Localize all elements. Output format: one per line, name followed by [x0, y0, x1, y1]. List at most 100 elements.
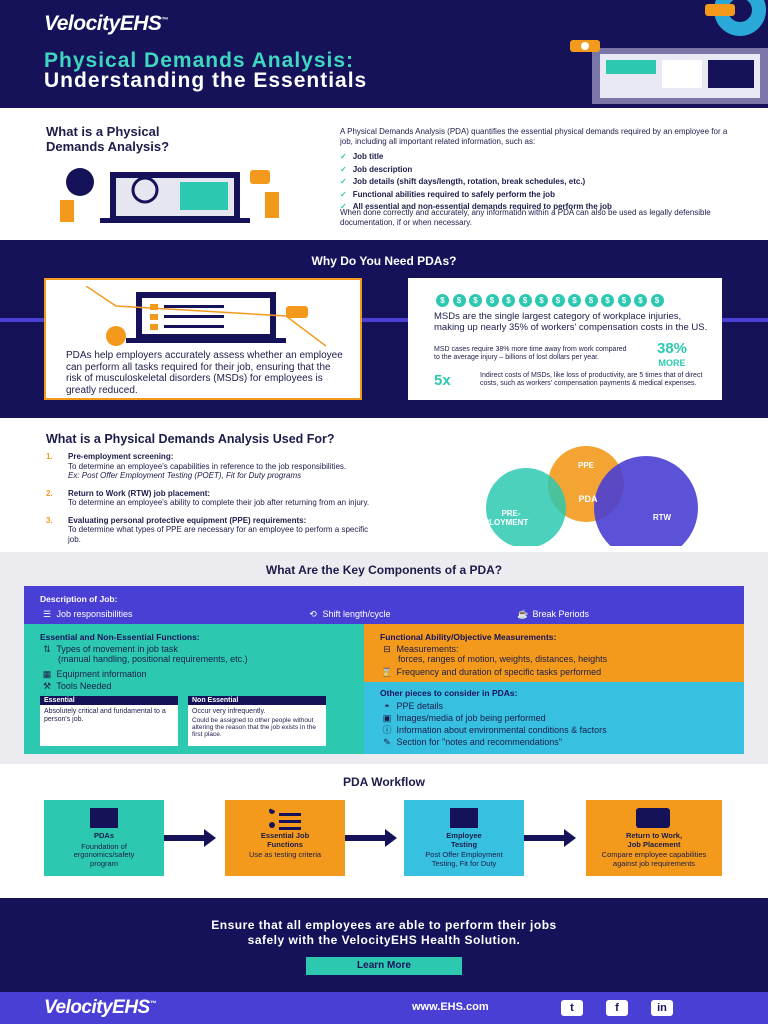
measure-icon: ⊟: [383, 644, 391, 654]
list-item: ▦ Equipment information: [40, 668, 147, 680]
laptop-gear-illustration: [570, 0, 768, 104]
dollar-icon: $: [568, 294, 581, 307]
list-item: 2. Return to Work (RTW) job placement: T…: [46, 488, 370, 508]
list-item: ✓Job description: [340, 164, 413, 174]
functional-panel: Functional Ability/Objective Measurement…: [364, 624, 744, 682]
why-title: Why Do You Need PDAs?: [311, 254, 457, 268]
dollar-icon: $: [436, 294, 449, 307]
dollar-icon: $: [518, 294, 532, 307]
twitter-icon[interactable]: t: [561, 1000, 583, 1016]
info-icon: ⓘ: [382, 725, 392, 735]
arrow-2: [345, 835, 385, 841]
list-item: ✓Job title: [340, 152, 384, 161]
arrow-3-head: [564, 829, 576, 847]
dollar-icon: $: [485, 294, 499, 307]
list-item: ☕ Break Periods: [517, 609, 590, 619]
list-item: ⇅ Types of movement in job task(manual h…: [40, 644, 247, 664]
page-title-line1: Physical Demands Analysis:: [44, 49, 355, 72]
cta-text: Ensure that all employees are able to pe…: [211, 918, 557, 947]
functional-title: Functional Ability/Objective Measurement…: [380, 632, 557, 642]
dollar-icon: $: [601, 294, 614, 307]
why-right-card: $$$$$$$$$$$$$$ MSDs are the single large…: [408, 278, 722, 400]
essential-title: Essential and Non-Essential Functions:: [40, 632, 200, 642]
stat1-text: MSD cases require 38% more time away fro…: [434, 346, 627, 361]
venn-label-ppe: PPE: [578, 461, 595, 470]
check-icon: ✓: [340, 202, 347, 211]
list-item: 3. Evaluating personal protective equipm…: [46, 515, 369, 544]
list-item: ⌛ Frequency and duration of specific tas…: [381, 667, 602, 677]
coffee-icon: ☕: [517, 609, 529, 619]
facebook-icon[interactable]: f: [606, 1000, 628, 1016]
workflow-step-3: Employee Testing Post Offer Employment T…: [404, 800, 524, 876]
workflow-step-4: Return to Work, Job Placement Compare em…: [586, 800, 722, 876]
list-item: ◓ PPE details: [380, 700, 443, 712]
check-icon: ✓: [340, 152, 347, 161]
venn-label-employment: EMPLOYMENT: [472, 518, 529, 527]
venn-label-center: PDA: [578, 494, 598, 504]
msd-text: MSDs are the single largest category of …: [434, 311, 708, 333]
list-item: 1. Pre-employment screening: To determin…: [46, 452, 347, 480]
list-item: ✓All essential and non-essential demands…: [340, 202, 612, 211]
id-card-icon: [636, 808, 670, 828]
used-for-title: What is a Physical Demands Analysis Used…: [46, 432, 335, 446]
used-for-list: 1. Pre-employment screening: To determin…: [46, 452, 376, 544]
dollar-icon: $: [535, 294, 548, 307]
list-item: ✎ Section for "notes and recommendations…: [380, 736, 562, 748]
linkedin-icon[interactable]: in: [651, 1000, 673, 1016]
dollar-icon: $: [502, 294, 515, 307]
tools-icon: ⚒: [42, 681, 52, 691]
movement-icon: ⇅: [43, 644, 51, 654]
website-link[interactable]: www.EHS.com: [412, 1001, 489, 1013]
why-section: Why Do You Need PDAs? PDAs help employer…: [0, 240, 768, 418]
dollar-icon: $: [617, 294, 631, 307]
essential-box: Essential Absolutely critical and fundam…: [40, 696, 178, 746]
what-is-outro: When done correctly and accurately, any …: [340, 208, 711, 227]
monitor-icon: [90, 808, 118, 828]
other-panel: Other pieces to consider in PDAs: ◓ PPE …: [364, 682, 744, 754]
what-is-illustration: [60, 168, 279, 223]
stat2-text: Indirect costs of MSDs, like loss of pro…: [480, 372, 703, 387]
what-is-list: ✓Job title ✓Job description ✓Job details…: [340, 152, 740, 215]
why-left-text: PDAs help employers accurately assess wh…: [66, 350, 343, 396]
dollar-icon: $: [551, 294, 565, 307]
checklist-laptop-illustration: [86, 286, 326, 347]
description-panel: Description of Job: ☰ Job responsibiliti…: [24, 586, 744, 624]
stat1-value: 38%MORE: [656, 340, 688, 368]
what-is-intro: A Physical Demands Analysis (PDA) quanti…: [340, 127, 728, 146]
dollar-icon-row: $$$$$$$$$$$$$$: [436, 290, 706, 308]
arrow-3: [524, 835, 564, 841]
list-item: ✓Functional abilities required to safely…: [340, 189, 555, 199]
dollar-icon: $: [650, 294, 664, 307]
why-left-card: PDAs help employers accurately assess wh…: [44, 278, 362, 400]
arrow-1: [164, 835, 204, 841]
components-section: What Are the Key Components of a PDA? De…: [0, 552, 768, 764]
check-icon: ✓: [340, 164, 347, 174]
check-icon: ✓: [340, 177, 347, 186]
employee-lifting-icon: [450, 808, 478, 828]
arrow-2-head: [385, 829, 397, 847]
header: VelocityEHS™ Physical Demands Analysis: …: [0, 0, 768, 108]
notes-icon: ✎: [383, 737, 391, 747]
page-title-line2: Understanding the Essentials: [44, 69, 368, 92]
description-title: Description of Job:: [40, 594, 118, 604]
learn-more-button[interactable]: Learn More: [306, 957, 462, 975]
list-item: ⊟ Measurements:forces, ranges of motion,…: [380, 644, 607, 664]
footer: VelocityEHS™ www.EHS.com t f in: [0, 992, 768, 1024]
workflow-step-2: Essential Job Functions Use as testing c…: [225, 800, 345, 876]
stat2-value: 5x: [434, 372, 451, 389]
list-item: ⟲ Shift length/cycle: [306, 608, 390, 620]
dollar-icon: $: [584, 294, 598, 307]
clipboard-icon: ☰: [42, 609, 52, 619]
check-icon: ✓: [340, 189, 347, 199]
list-item: ☰ Job responsibilities: [40, 608, 133, 620]
cta-section: Ensure that all employees are able to pe…: [0, 898, 768, 992]
venn-label-pre: PRE-: [501, 509, 520, 518]
image-icon: ▣: [382, 713, 392, 723]
workflow-step-1: PDAs Foundation of ergonomics/safety pro…: [44, 800, 164, 876]
equipment-icon: ▦: [42, 669, 52, 679]
essential-panel: Essential and Non-Essential Functions: ⇅…: [24, 624, 364, 754]
brand-logo[interactable]: VelocityEHS™: [44, 12, 168, 35]
hourglass-icon: ⌛: [381, 667, 393, 677]
footer-logo[interactable]: VelocityEHS™: [44, 997, 157, 1018]
venn-label-rtw: RTW: [653, 513, 672, 522]
